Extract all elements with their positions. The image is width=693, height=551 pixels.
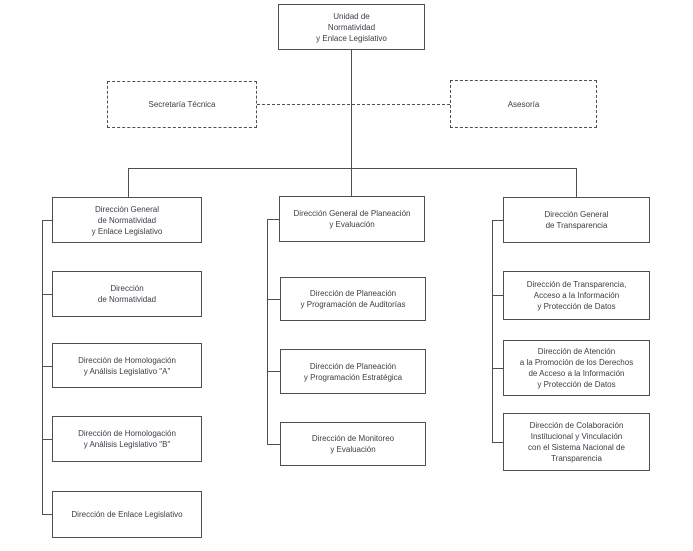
org-node-dir-colaboracion: Dirección de Colaboración Institucional … (503, 413, 650, 471)
connector-stub (42, 294, 52, 295)
connector-root-vertical (351, 50, 352, 168)
connector-stub (492, 442, 503, 443)
connector-drop-right (576, 168, 577, 197)
org-node-dg-normatividad: Dirección General de Normatividad y Enla… (52, 197, 202, 243)
connector-stub (42, 439, 52, 440)
org-node-dir-homologacion-a: Dirección de Homologación y Análisis Leg… (52, 343, 202, 388)
connector-advisors-dashed (257, 104, 450, 105)
org-node-dir-enlace-legislativo: Dirección de Enlace Legislativo (52, 491, 202, 538)
connector-stub (492, 368, 503, 369)
connector-distribution-line (128, 168, 577, 169)
connector-stub (267, 219, 279, 220)
connector-stub (267, 444, 280, 445)
org-node-dir-auditorias: Dirección de Planeación y Programación d… (280, 277, 426, 321)
connector-stub (492, 295, 503, 296)
org-node-dir-transparencia-acceso: Dirección de Transparencia, Acceso a la … (503, 271, 650, 320)
org-node-dir-normatividad: Dirección de Normatividad (52, 271, 202, 317)
connector-stub (42, 220, 53, 221)
connector-stub (267, 299, 280, 300)
org-node-secretaria-tecnica: Secretaría Técnica (107, 81, 257, 128)
connector-stub (42, 366, 52, 367)
org-node-dg-planeacion: Dirección General de Planeación y Evalua… (279, 196, 425, 242)
connector-spine-right (492, 220, 493, 443)
connector-drop-left (128, 168, 129, 197)
org-node-dir-estrategica: Dirección de Planeación y Programación E… (280, 349, 426, 394)
org-node-dir-monitoreo: Dirección de Monitoreo y Evaluación (280, 422, 426, 466)
connector-stub (492, 220, 503, 221)
connector-spine-left (42, 220, 43, 514)
connector-drop-middle (351, 168, 352, 196)
connector-spine-middle (267, 219, 268, 445)
connector-stub (267, 371, 280, 372)
org-node-dir-homologacion-b: Dirección de Homologación y Análisis Leg… (52, 416, 202, 462)
connector-stub (42, 514, 52, 515)
org-node-root: Unidad de Normatividad y Enlace Legislat… (278, 4, 425, 50)
org-node-dg-transparencia: Dirección General de Transparencia (503, 197, 650, 243)
org-node-asesoria: Asesoría (450, 80, 597, 128)
org-node-dir-atencion-promocion: Dirección de Atención a la Promoción de … (503, 340, 650, 396)
